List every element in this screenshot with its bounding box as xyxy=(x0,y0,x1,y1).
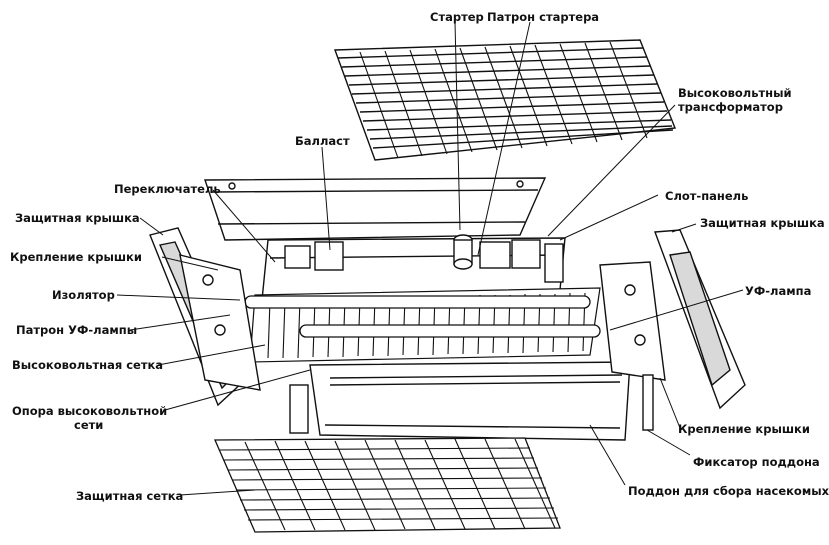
label-protective-grid: Защитная сетка xyxy=(76,489,184,503)
leader-lines xyxy=(116,21,744,496)
left-end-cap xyxy=(149,227,261,407)
label-insulator: Изолятор xyxy=(52,288,115,302)
label-uv-lamp-socket: Патрон УФ-лампы xyxy=(16,323,138,337)
label-starter: Стартер xyxy=(430,10,484,24)
housing-rail xyxy=(204,177,547,241)
label-ballast: Балласт xyxy=(295,134,350,148)
label-cover-mount-left: Крепление крышки xyxy=(10,250,142,264)
slot-panel-chassis xyxy=(261,234,566,301)
label-hv-grid: Высоковольтная сетка xyxy=(12,358,164,372)
label-cover-right: Защитная крышка xyxy=(700,216,825,230)
label-cover-mount-right: Крепление крышки xyxy=(678,422,810,436)
label-hv-grid-support-line1: Опора высоковольтной xyxy=(12,404,168,418)
label-insect-tray: Поддон для сбора насекомых xyxy=(628,484,829,498)
label-hv-transformer-line1: Высоковольтный xyxy=(678,86,792,100)
label-hv-transformer-line2: трансформатор xyxy=(678,100,783,114)
label-hv-grid-support-line2: сети xyxy=(74,418,104,432)
label-tray-latch: Фиксатор поддона xyxy=(693,455,820,469)
label-switch: Переключатель xyxy=(114,182,221,196)
insect-tray xyxy=(289,361,631,441)
uv-lamp-tubes xyxy=(244,295,601,338)
label-starter-socket: Патрон стартера xyxy=(487,10,600,24)
label-uv-lamp: УФ-лампа xyxy=(745,284,812,298)
right-end-cap xyxy=(599,229,746,431)
top-protective-grid xyxy=(334,39,676,161)
label-slot-panel: Слот-панель xyxy=(665,189,749,203)
bottom-protective-grid xyxy=(214,437,561,533)
label-cover-left: Защитная крышка xyxy=(15,211,140,225)
